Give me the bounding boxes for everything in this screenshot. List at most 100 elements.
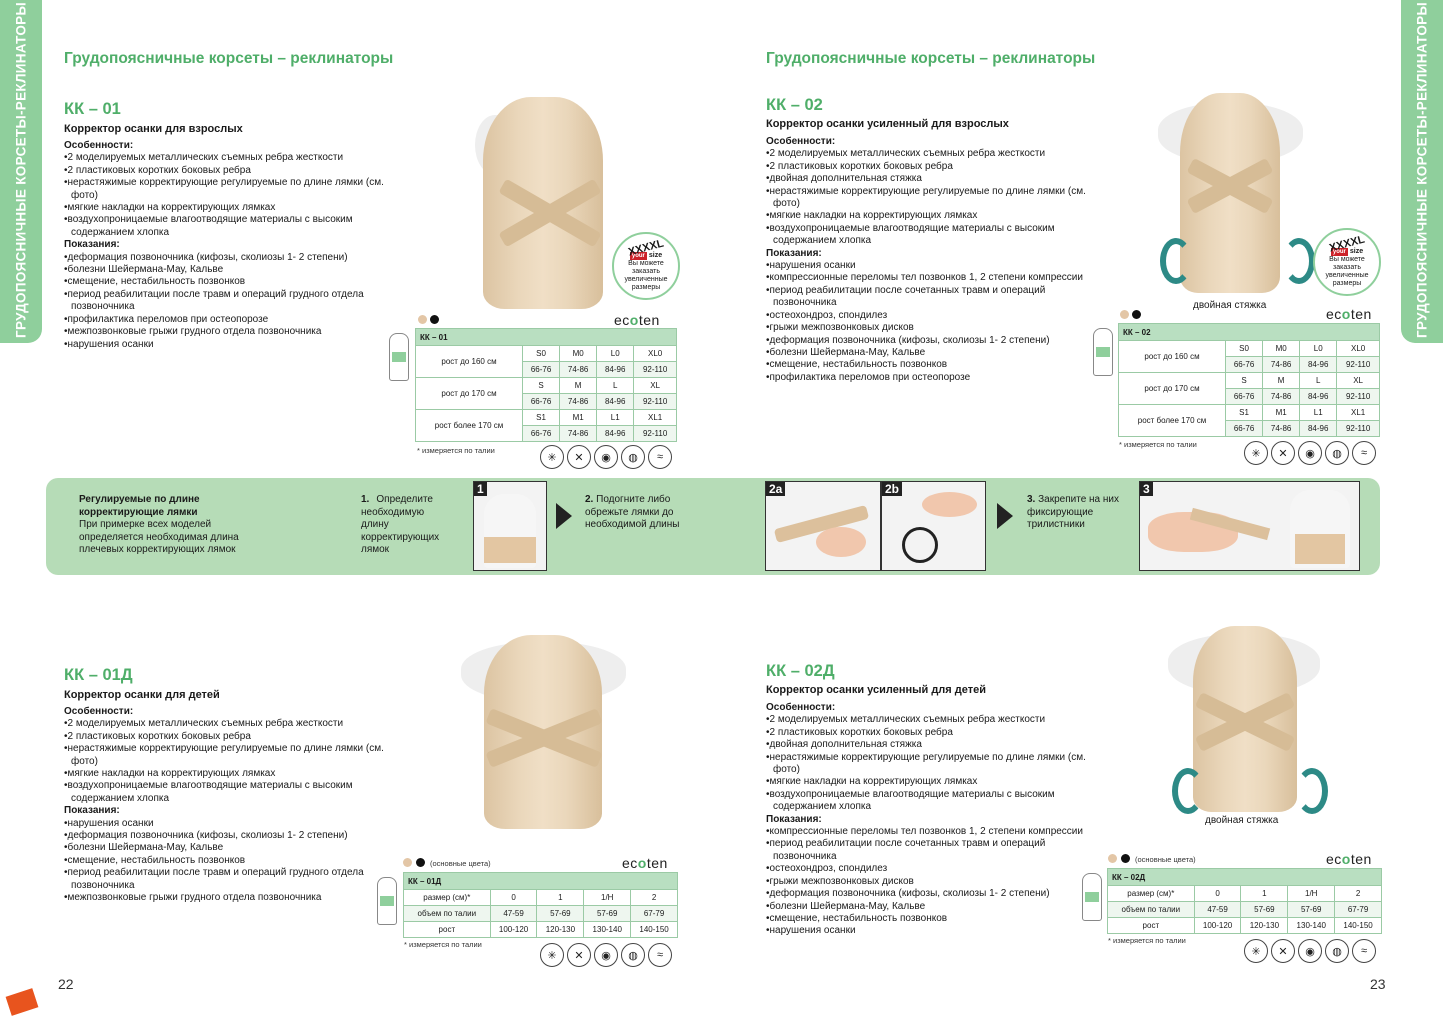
table-cell: 84-96: [596, 425, 635, 442]
table-header: КК – 02Д: [1107, 868, 1382, 886]
table-cell: 100-120: [1193, 917, 1242, 934]
indications-heading: Показания:: [64, 805, 120, 817]
table-cell: 57-69: [536, 905, 585, 922]
features-list: 2 моделируемых металлических съемных реб…: [64, 718, 384, 805]
ecoten-logo: ecoten: [614, 312, 660, 328]
list-item: двойная дополнительная стяжка: [766, 739, 1086, 751]
table-cell: 1/Н: [583, 889, 632, 906]
table-cell: S: [522, 377, 561, 394]
colors-note: (основные цвета): [430, 859, 491, 868]
product-code: КК – 01: [64, 100, 121, 118]
table-cell: 74-86: [559, 361, 598, 378]
table-cell: 66-76: [522, 425, 561, 442]
table-cell: 74-86: [1262, 356, 1301, 373]
table-cell: рост более 170 см: [414, 409, 524, 442]
mannequin-icon: [377, 877, 397, 925]
list-item: воздухопроницаемые влагоотводящие матери…: [766, 789, 1086, 814]
table-cell: 92-110: [1336, 420, 1380, 437]
color-black-dot: [416, 858, 425, 867]
table-cell: XL1: [633, 409, 677, 426]
table-cell: 0: [1193, 885, 1242, 902]
table-cell: L0: [1299, 340, 1338, 357]
features-heading: Особенности:: [766, 702, 836, 713]
page-number-right: 23: [1370, 976, 1386, 992]
list-item: деформация позвоночника (кифозы, сколиоз…: [64, 830, 384, 842]
table-cell: M0: [559, 345, 598, 362]
table-cell: 66-76: [522, 361, 561, 378]
no-bleach-icon: ✕: [1271, 441, 1295, 465]
step-arrow-icon: [997, 503, 1013, 529]
list-item: межпозвонковые грыжи грудного отдела поз…: [64, 892, 384, 904]
table-cell: 92-110: [1336, 356, 1380, 373]
table-cell: XL1: [1336, 404, 1380, 421]
table-cell: S: [1225, 372, 1264, 389]
table-cell: 92-110: [633, 425, 677, 442]
list-item: мягкие накладки на корректирующих лямках: [64, 768, 384, 780]
side-tab-left: ГРУДОПОЯСНИЧНЫЕ КОРСЕТЫ-РЕКЛИНАТОРЫ: [0, 0, 42, 343]
table-cell: M: [559, 377, 598, 394]
table-cell: 120-130: [1240, 917, 1289, 934]
table-cell: S0: [522, 345, 561, 362]
table-cell: 2: [630, 889, 678, 906]
list-item: компрессионные переломы тел позвонков 1,…: [766, 272, 1086, 284]
colors-note: (основные цвета): [1135, 855, 1196, 864]
features-heading: Особенности:: [64, 706, 134, 717]
table-cell: рост до 160 см: [414, 345, 524, 378]
table-cell: M0: [1262, 340, 1301, 357]
table-cell: 84-96: [596, 393, 635, 410]
table-cell: 1/Н: [1287, 885, 1336, 902]
table-cell: M: [1262, 372, 1301, 389]
tighten-arrow-icon: [1296, 768, 1328, 814]
table-cell: 66-76: [1225, 420, 1264, 437]
table-cell: L: [596, 377, 635, 394]
table-note: * измеряется по талии: [1108, 936, 1186, 945]
list-item: смещение, нестабильность позвонков: [766, 359, 1086, 371]
table-cell: рост: [1107, 917, 1195, 934]
list-item: нарушения осанки: [766, 260, 1086, 272]
table-cell: XL0: [633, 345, 677, 362]
ecoten-logo: ecoten: [1326, 306, 1372, 322]
side-tab-label: ГРУДОПОЯСНИЧНЫЕ КОРСЕТЫ-РЕКЛИНАТОРЫ: [1414, 2, 1430, 338]
product-code: КК – 02: [766, 96, 823, 114]
list-item: смещение, нестабильность позвонков: [766, 913, 1086, 925]
table-cell: M1: [1262, 404, 1301, 421]
mannequin-icon: [1093, 328, 1113, 376]
indications-heading: Показания:: [766, 813, 822, 825]
product-photo: [1165, 622, 1325, 814]
xxxxl-badge: XXXXL your size Вы можете заказать увели…: [1313, 228, 1381, 296]
table-cell: 57-69: [1240, 901, 1289, 918]
list-item: грыжи межпозвонковых дисков: [766, 876, 1086, 888]
table-note: * измеряется по талии: [404, 940, 482, 949]
list-item: болезни Шейермана-Мау, Кальве: [64, 842, 384, 854]
list-item: 2 моделируемых металлических съемных реб…: [64, 718, 384, 730]
table-cell: 140-150: [1334, 917, 1382, 934]
list-item: 2 пластиковых коротких боковых ребра: [766, 161, 1086, 173]
list-item: нерастяжимые корректирующие регулируемые…: [766, 186, 1086, 211]
list-item: двойная дополнительная стяжка: [766, 173, 1086, 185]
color-beige-dot: [403, 858, 412, 867]
table-cell: 57-69: [583, 905, 632, 922]
product-description: Особенности: 2 моделируемых металлически…: [64, 140, 394, 351]
list-item: период реабилитации после сочетанных тра…: [766, 285, 1086, 310]
list-item: грыжи межпозвонковых дисков: [766, 322, 1086, 334]
indications-heading: Показания:: [64, 239, 120, 251]
table-cell: 74-86: [1262, 420, 1301, 437]
no-iron-icon: ◉: [594, 943, 618, 967]
hand-wash-icon: ≈: [1352, 441, 1376, 465]
table-cell: L1: [1299, 404, 1338, 421]
no-iron-icon: ◉: [1298, 939, 1322, 963]
product-description: Особенности: 2 моделируемых металлически…: [766, 702, 1086, 938]
